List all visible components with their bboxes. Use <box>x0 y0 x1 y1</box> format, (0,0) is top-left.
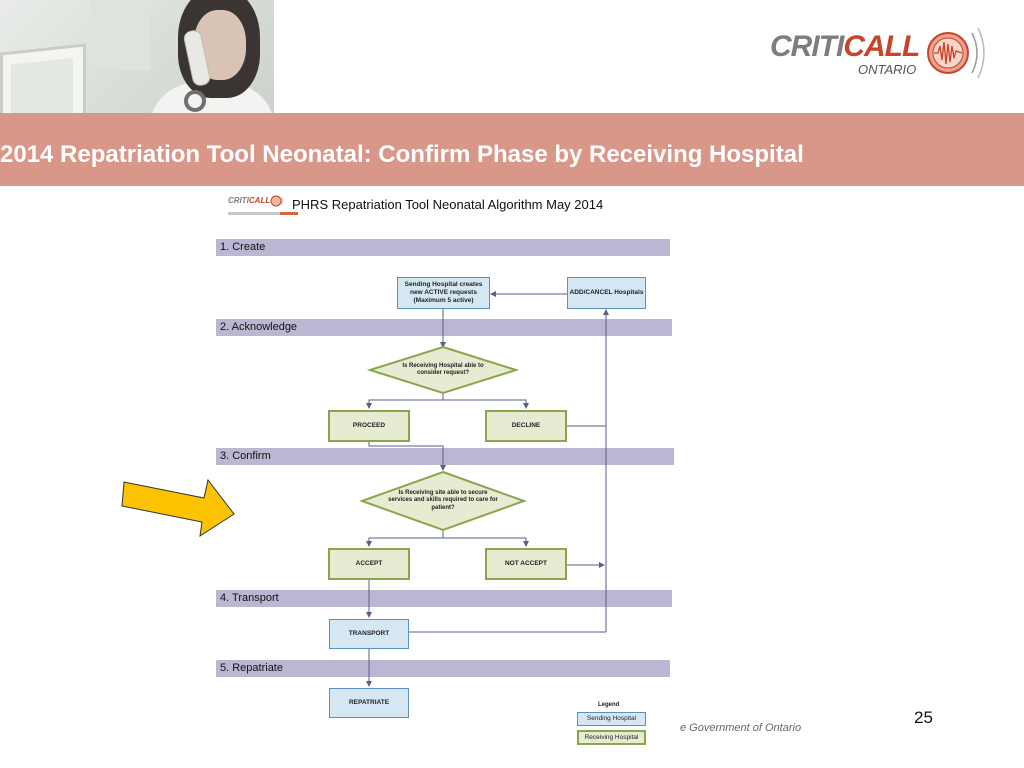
phase-transport: 4. Transport <box>216 590 672 607</box>
phase-create: 1. Create <box>216 239 670 256</box>
slide-title: 2014 Repatriation Tool Neonatal: Confirm… <box>0 141 804 168</box>
decision-diamond-site-able <box>359 470 527 532</box>
node-sending-create: Sending Hospital creates new ACTIVE requ… <box>397 277 490 309</box>
title-band <box>0 113 1024 186</box>
photo-background <box>90 0 150 70</box>
mini-signal-icon <box>270 195 283 207</box>
node-decline: DECLINE <box>485 410 567 442</box>
stethoscope-icon <box>184 90 206 112</box>
document-title: PHRS Repatriation Tool Neonatal Algorith… <box>292 197 604 212</box>
phase-acknowledge: 2. Acknowledge <box>216 319 672 336</box>
node-site-able-text: Is Receiving site able to secure service… <box>388 489 498 511</box>
document-subtext-accent <box>280 212 298 215</box>
legend-sending: Sending Hospital <box>577 712 646 726</box>
node-repatriate: REPATRIATE <box>329 688 409 718</box>
signal-circle-icon <box>927 27 985 79</box>
node-proceed: PROCEED <box>328 410 410 442</box>
header-photo <box>0 0 274 186</box>
page-number: 25 <box>914 708 933 727</box>
logo-subtitle: ONTARIO <box>858 62 917 77</box>
node-not-accept: NOT ACCEPT <box>485 548 567 580</box>
criticall-logo: CRITICALL ONTARIO <box>770 24 994 84</box>
node-accept: ACCEPT <box>328 548 410 580</box>
legend-receiving: Receiving Hospital <box>577 730 646 745</box>
node-add-cancel: ADD/CANCEL Hospitals <box>567 277 646 309</box>
legend-title: Legend <box>598 702 620 708</box>
pointer-arrow-icon <box>121 478 235 538</box>
document-subtext <box>228 212 298 215</box>
decision-diamond-receiving-able <box>366 345 520 395</box>
phase-confirm: 3. Confirm <box>216 448 674 465</box>
logo-wordmark: CRITICALL <box>770 30 920 63</box>
footer-text: e Government of Ontario <box>680 722 802 734</box>
phase-repatriate: 5. Repatriate <box>216 660 670 677</box>
node-receiving-able-text: Is Receiving Hospital able to consider r… <box>402 362 484 377</box>
node-transport: TRANSPORT <box>329 619 409 649</box>
